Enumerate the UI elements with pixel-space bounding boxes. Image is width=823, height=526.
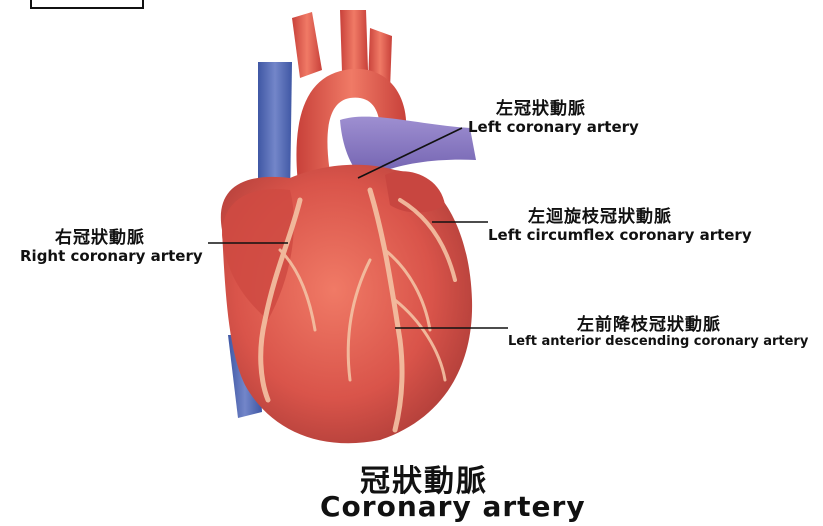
aortic-branch-1 — [292, 12, 322, 78]
title-en: Coronary artery — [320, 490, 586, 523]
label-right-coronary-en: Right coronary artery — [20, 247, 203, 265]
label-circumflex-zh: 左迴旋枝冠狀動脈 — [528, 202, 672, 227]
label-circumflex-en: Left circumflex coronary artery — [488, 226, 752, 244]
aortic-branch-2 — [340, 10, 368, 72]
left-atrial-appendage — [385, 171, 445, 212]
label-lad-zh: 左前降枝冠狀動脈 — [577, 310, 721, 335]
label-left-coronary-en: Left coronary artery — [468, 118, 639, 136]
label-right-coronary-zh: 右冠狀動脈 — [55, 223, 145, 248]
label-lad-en: Left anterior descending coronary artery — [508, 334, 808, 349]
label-left-coronary-zh: 左冠狀動脈 — [496, 94, 586, 119]
